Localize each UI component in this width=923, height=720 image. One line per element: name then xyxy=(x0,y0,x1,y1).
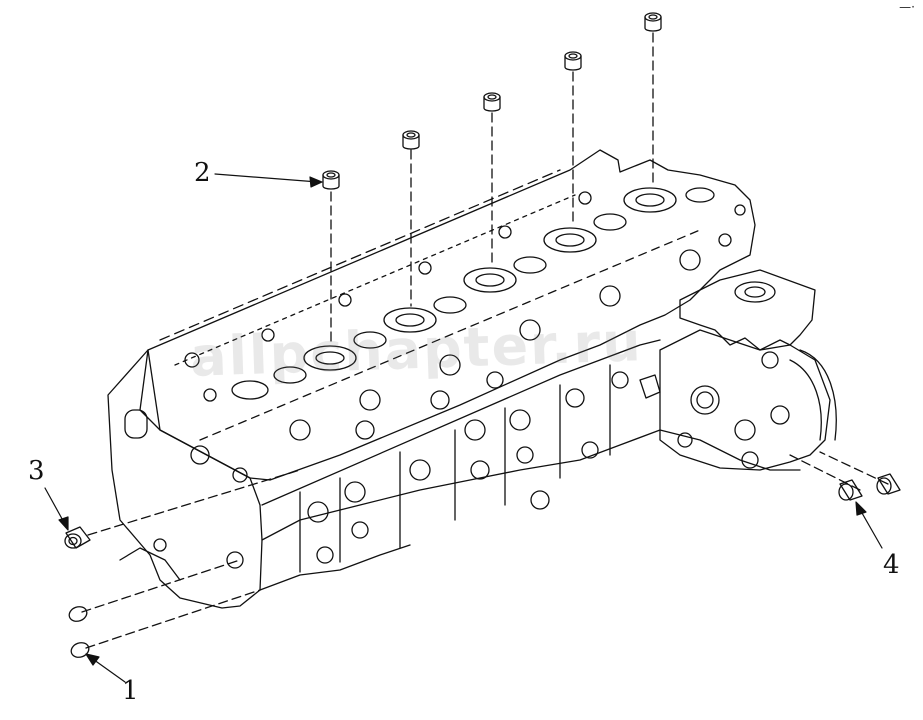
cap-nut xyxy=(644,12,662,32)
cap-nut xyxy=(564,51,582,71)
leader-lines xyxy=(44,173,883,683)
part-1-o-rings xyxy=(68,606,90,658)
rear-housing xyxy=(639,269,837,471)
corner-mark: —· xyxy=(899,0,915,14)
callout-1: 1 xyxy=(122,676,139,706)
cap-nut xyxy=(322,170,340,190)
part-4-sleeves xyxy=(838,473,901,501)
valve-pockets xyxy=(159,169,746,441)
assembly-lines xyxy=(81,32,889,649)
callout-4: 4 xyxy=(883,550,900,580)
part-3-plug xyxy=(64,526,91,549)
callout-3: 3 xyxy=(28,456,45,486)
part-2-cap-nuts xyxy=(322,12,662,190)
cap-nut xyxy=(402,130,420,150)
callout-2: 2 xyxy=(194,158,211,188)
cap-nut xyxy=(483,92,501,112)
